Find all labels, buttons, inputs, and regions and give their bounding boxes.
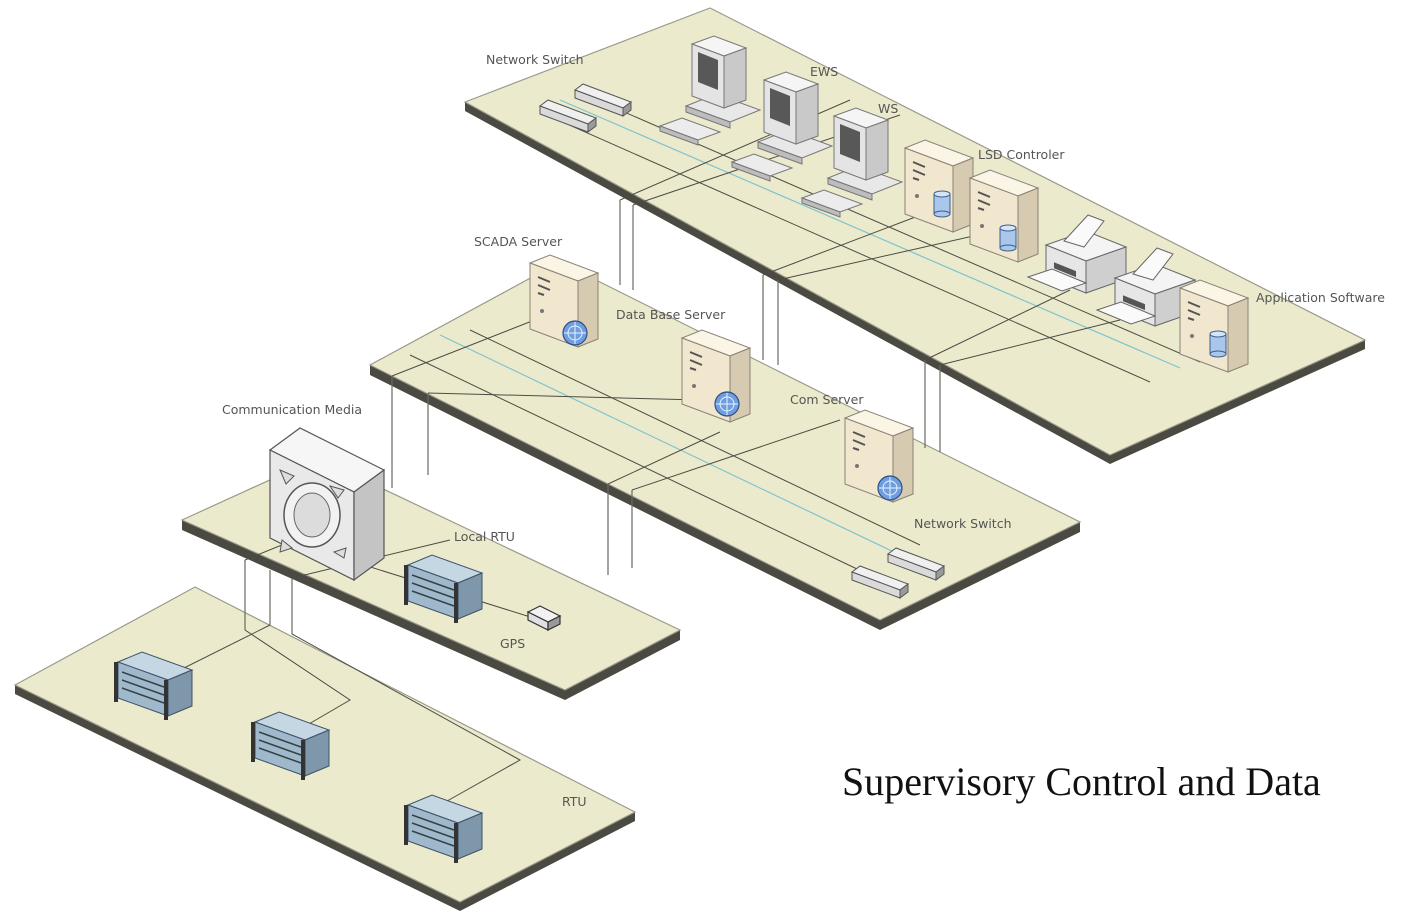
label-network-switch-mid: Network Switch (914, 516, 1012, 531)
communication-media-icon (268, 427, 386, 582)
lsd-controller-server-icon-2 (969, 169, 1039, 263)
server-platform (368, 261, 1082, 630)
control-center-platform (463, 7, 1367, 464)
caption-text: Supervisory Control and Data (842, 759, 1321, 804)
label-com-server: Com Server (790, 392, 864, 407)
middle-platform-wiring (391, 309, 921, 581)
scada-server-icon (529, 254, 599, 348)
database-server-icon (681, 329, 751, 423)
label-database-server: Data Base Server (616, 307, 726, 322)
com-server-icon (844, 409, 914, 503)
vertical-links (244, 200, 941, 634)
label-ews: EWS (810, 64, 838, 79)
label-rtu: RTU (562, 794, 587, 809)
label-ws: WS (878, 101, 898, 116)
label-network-switch-top: Network Switch (486, 52, 584, 67)
label-gps: GPS (500, 636, 525, 651)
label-application-software: Application Software (1256, 290, 1385, 305)
label-local-rtu: Local RTU (454, 529, 515, 544)
lsd-controller-server-icon (904, 139, 974, 233)
label-communication-media: Communication Media (222, 402, 362, 417)
label-scada-server: SCADA Server (474, 234, 563, 249)
label-lsd-controller: LSD Controler (978, 147, 1065, 162)
gps-icon (526, 605, 562, 631)
application-software-server-icon (1179, 279, 1249, 373)
